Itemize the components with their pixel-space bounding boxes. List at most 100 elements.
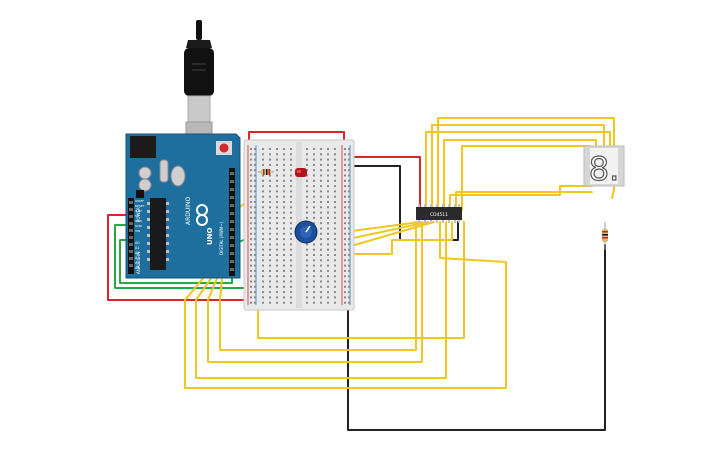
wire-yellow-seg-a[interactable]	[425, 131, 611, 211]
wire-yellow-bb3[interactable]	[343, 221, 435, 249]
breadboard-hole	[283, 201, 285, 203]
breadboard-hole	[320, 148, 322, 150]
seven-segment-display[interactable]: 8.	[583, 145, 625, 189]
breadboard-hole	[254, 238, 256, 241]
wire-yellow-seg-c[interactable]	[437, 117, 615, 211]
breadboard-hole	[306, 285, 308, 288]
wire-yellow-seg-e[interactable]	[449, 185, 593, 211]
breadboard-hole	[283, 174, 285, 177]
breadboard-hole	[327, 238, 329, 241]
breadboard-hole	[348, 169, 350, 172]
arduino-board[interactable]: ARDUINO UNO POWER ANALOG IN DIGITAL (PWM…	[125, 133, 241, 279]
breadboard-hole	[327, 158, 329, 161]
wire-yellow-d1[interactable]	[184, 221, 507, 389]
board-model-label: UNO	[206, 227, 214, 245]
breadboard-hole	[262, 280, 264, 283]
breadboard-hole	[254, 195, 256, 198]
breadboard-hole	[262, 254, 264, 256]
breadboard-hole	[262, 174, 264, 177]
wire-yellow-d4[interactable]	[219, 221, 417, 351]
breadboard-hole	[306, 206, 308, 209]
wire-red-5v[interactable]	[107, 214, 249, 301]
breadboard-hole	[306, 216, 308, 219]
breadboard-hole	[348, 227, 350, 230]
breadboard-hole	[334, 211, 336, 214]
breadboard-hole	[334, 222, 336, 225]
wire-yellow-bb2[interactable]	[343, 221, 429, 241]
resistor-led[interactable]	[258, 169, 274, 175]
breadboard-hole	[283, 206, 285, 209]
breadboard-hole	[254, 275, 256, 278]
breadboard-hole	[283, 158, 285, 161]
breadboard-hole	[334, 259, 336, 262]
breadboard-hole	[313, 148, 315, 150]
breadboard-hole	[313, 174, 315, 177]
breadboard-hole	[320, 275, 322, 278]
breadboard-hole	[283, 291, 285, 294]
wire-yellow-seg-g[interactable]	[461, 145, 591, 211]
breadboard-hole	[320, 285, 322, 288]
wire-yellow-d3[interactable]	[207, 221, 423, 363]
breadboard-hole	[262, 185, 264, 188]
breadboard-hole	[348, 280, 350, 283]
breadboard-hole	[306, 296, 308, 299]
power-pin-vin: VIN	[135, 229, 140, 233]
led[interactable]	[295, 168, 307, 177]
breadboard-hole	[334, 148, 336, 150]
breadboard-hole	[269, 291, 271, 294]
breadboard-hole	[276, 238, 278, 241]
breadboard-hole	[306, 174, 308, 177]
breadboard-hole	[320, 201, 322, 203]
breadboard-hole	[348, 243, 350, 246]
breadboard-hole	[306, 179, 308, 182]
resistor-display[interactable]	[602, 222, 608, 250]
cd4511-ic[interactable]: CD4511	[416, 204, 462, 223]
breadboard-hole	[320, 179, 322, 182]
power-pin-ioref: IOREF	[135, 199, 144, 203]
breadboard-hole	[283, 153, 285, 156]
breadboard-hole	[250, 285, 252, 288]
breadboard-hole	[283, 264, 285, 267]
breadboard-hole	[290, 163, 292, 166]
breadboard-hole	[269, 216, 271, 219]
breadboard-hole	[254, 169, 256, 172]
wire-yellow-bb1[interactable]	[343, 221, 421, 233]
breadboard-hole	[320, 185, 322, 188]
breadboard-hole	[283, 248, 285, 251]
breadboard-hole	[344, 248, 346, 251]
breadboard-hole	[344, 211, 346, 214]
breadboard-hole	[262, 216, 264, 219]
breadboard-hole	[250, 301, 252, 304]
breadboard-hole	[306, 291, 308, 294]
breadboard-hole	[348, 296, 350, 299]
breadboard-hole	[306, 264, 308, 267]
breadboard-hole	[262, 269, 264, 272]
breadboard-hole	[327, 169, 329, 172]
potentiometer[interactable]	[294, 220, 318, 244]
breadboard-hole	[348, 301, 350, 304]
breadboard-hole	[254, 301, 256, 304]
breadboard-hole	[283, 216, 285, 219]
wire-yellow-seg-b[interactable]	[431, 124, 605, 211]
breadboard-hole	[290, 195, 292, 198]
breadboard-hole	[320, 248, 322, 251]
wire-yellow-d2[interactable]	[195, 221, 447, 379]
breadboard-hole	[313, 280, 315, 283]
breadboard-hole	[276, 201, 278, 203]
wire-red-ic-vdd[interactable]	[342, 156, 421, 211]
breadboard-hole	[262, 211, 264, 214]
breadboard-hole	[283, 254, 285, 256]
breadboard-hole	[327, 174, 329, 177]
breadboard-hole	[269, 174, 271, 177]
breadboard-hole	[269, 190, 271, 193]
breadboard-hole	[262, 206, 264, 209]
breadboard-hole	[313, 195, 315, 198]
breadboard-hole	[254, 206, 256, 209]
breadboard-hole	[276, 174, 278, 177]
breadboard-hole	[276, 227, 278, 230]
wire-yellow-bb4[interactable]	[343, 221, 453, 255]
breadboard-hole	[262, 264, 264, 267]
wire-green-gnd[interactable]	[114, 224, 249, 289]
wire-yellow-seg-d[interactable]	[443, 139, 597, 211]
breadboard-hole	[306, 158, 308, 161]
